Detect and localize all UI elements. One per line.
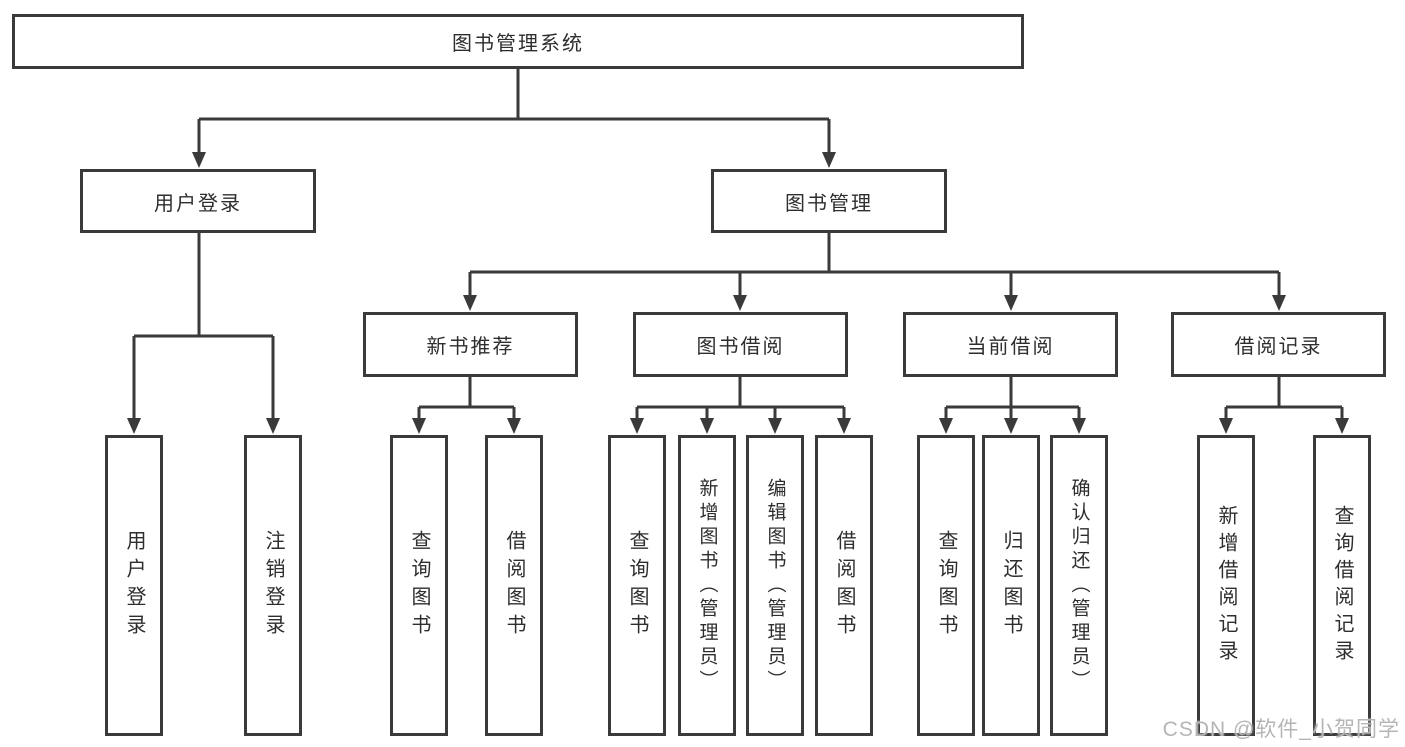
leaf-query-borrow-record-label: 查询借阅记录 [1331,504,1353,667]
node-user-login-label: 用户登录 [154,192,242,215]
leaf-edit-book-admin-label: 编辑图书（管理员） [764,477,786,694]
node-book-borrow: 图书借阅 [633,312,848,377]
node-new-book-recommend: 新书推荐 [363,312,578,377]
leaf-return-book-label: 归还图书 [1000,529,1022,642]
leaf-query-books-current: 查询图书 [917,435,975,736]
leaf-query-books-recommend-label: 查询图书 [408,529,430,642]
leaf-query-borrow-record: 查询借阅记录 [1313,435,1371,736]
node-borrow-records: 借阅记录 [1171,312,1386,377]
leaf-add-book-admin-label: 新增图书（管理员） [696,477,718,694]
node-current-borrow-label: 当前借阅 [966,336,1055,358]
node-borrow-records-label: 借阅记录 [1234,336,1323,358]
node-root-label: 图书管理系统 [452,33,584,55]
leaf-return-book: 归还图书 [982,435,1040,736]
leaf-add-borrow-record-label: 新增借阅记录 [1215,504,1237,667]
node-user-login: 用户登录 [80,169,316,233]
leaf-user-login: 用户登录 [105,435,163,736]
node-current-borrow: 当前借阅 [903,312,1118,377]
node-root: 图书管理系统 [12,14,1024,69]
node-book-management-label: 图书管理 [785,192,873,215]
leaf-borrow-books-recommend-label: 借阅图书 [503,529,525,642]
watermark-text: CSDN @软件_小贺同学 [1162,718,1400,741]
leaf-user-login-label: 用户登录 [123,529,145,642]
leaf-query-books-recommend: 查询图书 [390,435,448,736]
leaf-confirm-return-admin: 确认归还（管理员） [1050,435,1108,736]
node-book-borrow-label: 图书借阅 [696,336,785,358]
node-new-book-recommend-label: 新书推荐 [426,336,515,358]
leaf-add-borrow-record: 新增借阅记录 [1197,435,1255,736]
leaf-logout: 注销登录 [244,435,302,736]
leaf-add-book-admin: 新增图书（管理员） [678,435,736,736]
leaf-edit-book-admin: 编辑图书（管理员） [746,435,804,736]
node-book-management: 图书管理 [711,169,947,233]
leaf-query-books-borrow-label: 查询图书 [626,529,648,642]
leaf-borrow-books-recommend: 借阅图书 [485,435,543,736]
leaf-borrow-books-label: 借阅图书 [833,529,855,642]
leaf-query-books-current-label: 查询图书 [935,529,957,642]
leaf-borrow-books: 借阅图书 [815,435,873,736]
leaf-query-books-borrow: 查询图书 [608,435,666,736]
leaf-confirm-return-admin-label: 确认归还（管理员） [1068,477,1090,694]
leaf-logout-label: 注销登录 [262,529,284,642]
